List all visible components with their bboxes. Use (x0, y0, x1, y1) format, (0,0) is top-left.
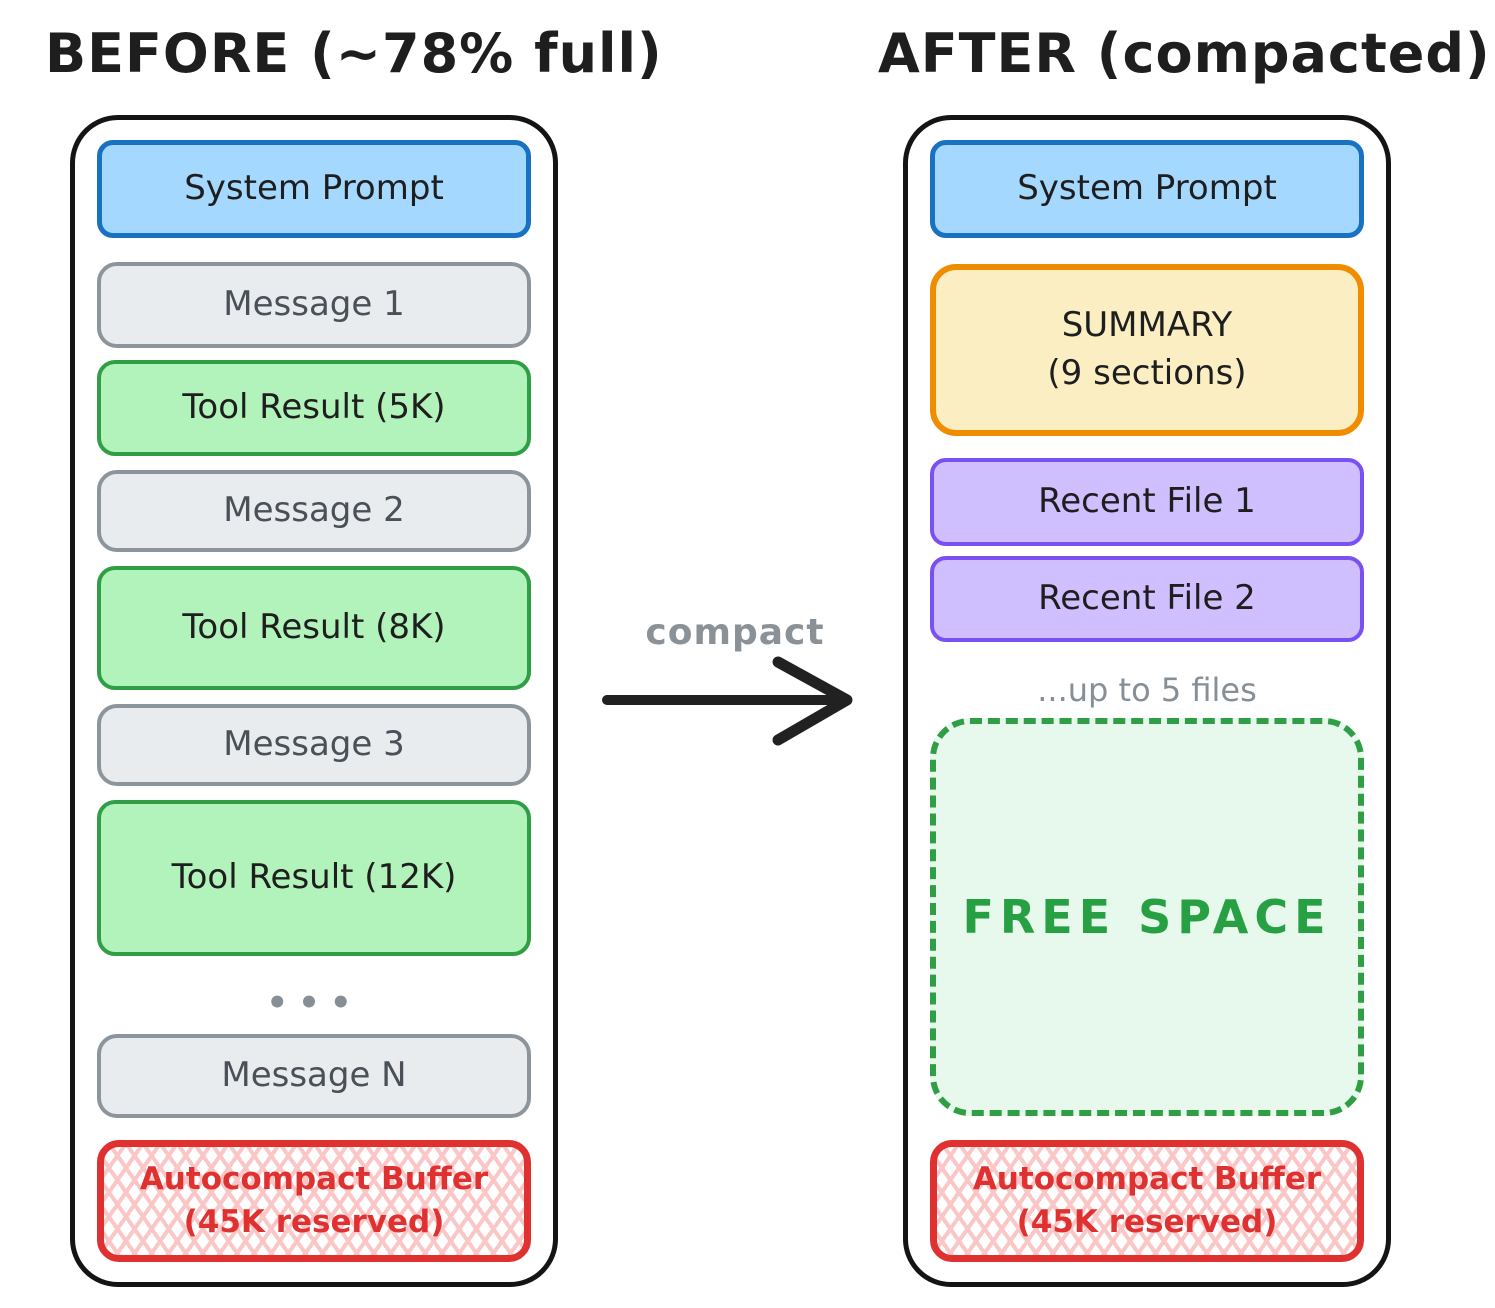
block-label: System Prompt (184, 168, 444, 209)
block-label: Message 2 (223, 490, 405, 531)
buffer-label-line2: (45K reserved) (183, 1204, 445, 1240)
buffer-label-line1: Autocompact Buffer (972, 1160, 1322, 1197)
block-free-space: FREE SPACE (930, 718, 1364, 1116)
summary-label-line1: SUMMARY (1061, 305, 1233, 346)
free-space-label: FREE SPACE (962, 889, 1332, 944)
block-summary: SUMMARY (9 sections) (930, 264, 1364, 436)
block-tool-result-5k: Tool Result (5K) (97, 360, 531, 456)
block-label: Message 3 (223, 724, 405, 765)
block-label: Tool Result (8K) (182, 607, 446, 648)
compact-arrow-icon (602, 656, 853, 746)
before-title: BEFORE (~78% full) (45, 22, 663, 85)
block-label: Tool Result (5K) (182, 387, 446, 428)
compact-arrow-label: compact (645, 612, 825, 653)
block-message-n: Message N (97, 1034, 531, 1118)
summary-label-line2: (9 sections) (1047, 353, 1247, 393)
block-label: System Prompt (1017, 168, 1277, 209)
block-recent-file-2: Recent File 2 (930, 556, 1364, 642)
block-tool-result-12k: Tool Result (12K) (97, 800, 531, 956)
buffer-label-line2: (45K reserved) (1016, 1204, 1278, 1240)
before-context-window: System Prompt Message 1 Tool Result (5K)… (70, 115, 558, 1287)
block-autocompact-buffer-after: Autocompact Buffer (45K reserved) (930, 1140, 1364, 1262)
ellipsis-dots: ••• (266, 983, 362, 1023)
after-context-window: System Prompt SUMMARY (9 sections) Recen… (903, 115, 1391, 1287)
block-message-3: Message 3 (97, 704, 531, 786)
block-message-1: Message 1 (97, 262, 531, 348)
block-label: Recent File 1 (1038, 481, 1256, 522)
block-label: Recent File 2 (1038, 578, 1256, 619)
block-label: Message 1 (223, 284, 405, 325)
block-message-2: Message 2 (97, 470, 531, 552)
block-autocompact-buffer-before: Autocompact Buffer (45K reserved) (97, 1140, 531, 1262)
block-recent-file-1: Recent File 1 (930, 458, 1364, 546)
block-system-prompt: System Prompt (97, 140, 531, 238)
block-label: Message N (221, 1055, 407, 1096)
buffer-label-line1: Autocompact Buffer (139, 1160, 489, 1197)
after-title: AFTER (compacted) (878, 22, 1491, 85)
block-label: Tool Result (12K) (171, 857, 457, 898)
up-to-5-files-note: ...up to 5 files (1037, 671, 1257, 709)
block-tool-result-8k: Tool Result (8K) (97, 566, 531, 690)
block-system-prompt-after: System Prompt (930, 140, 1364, 238)
